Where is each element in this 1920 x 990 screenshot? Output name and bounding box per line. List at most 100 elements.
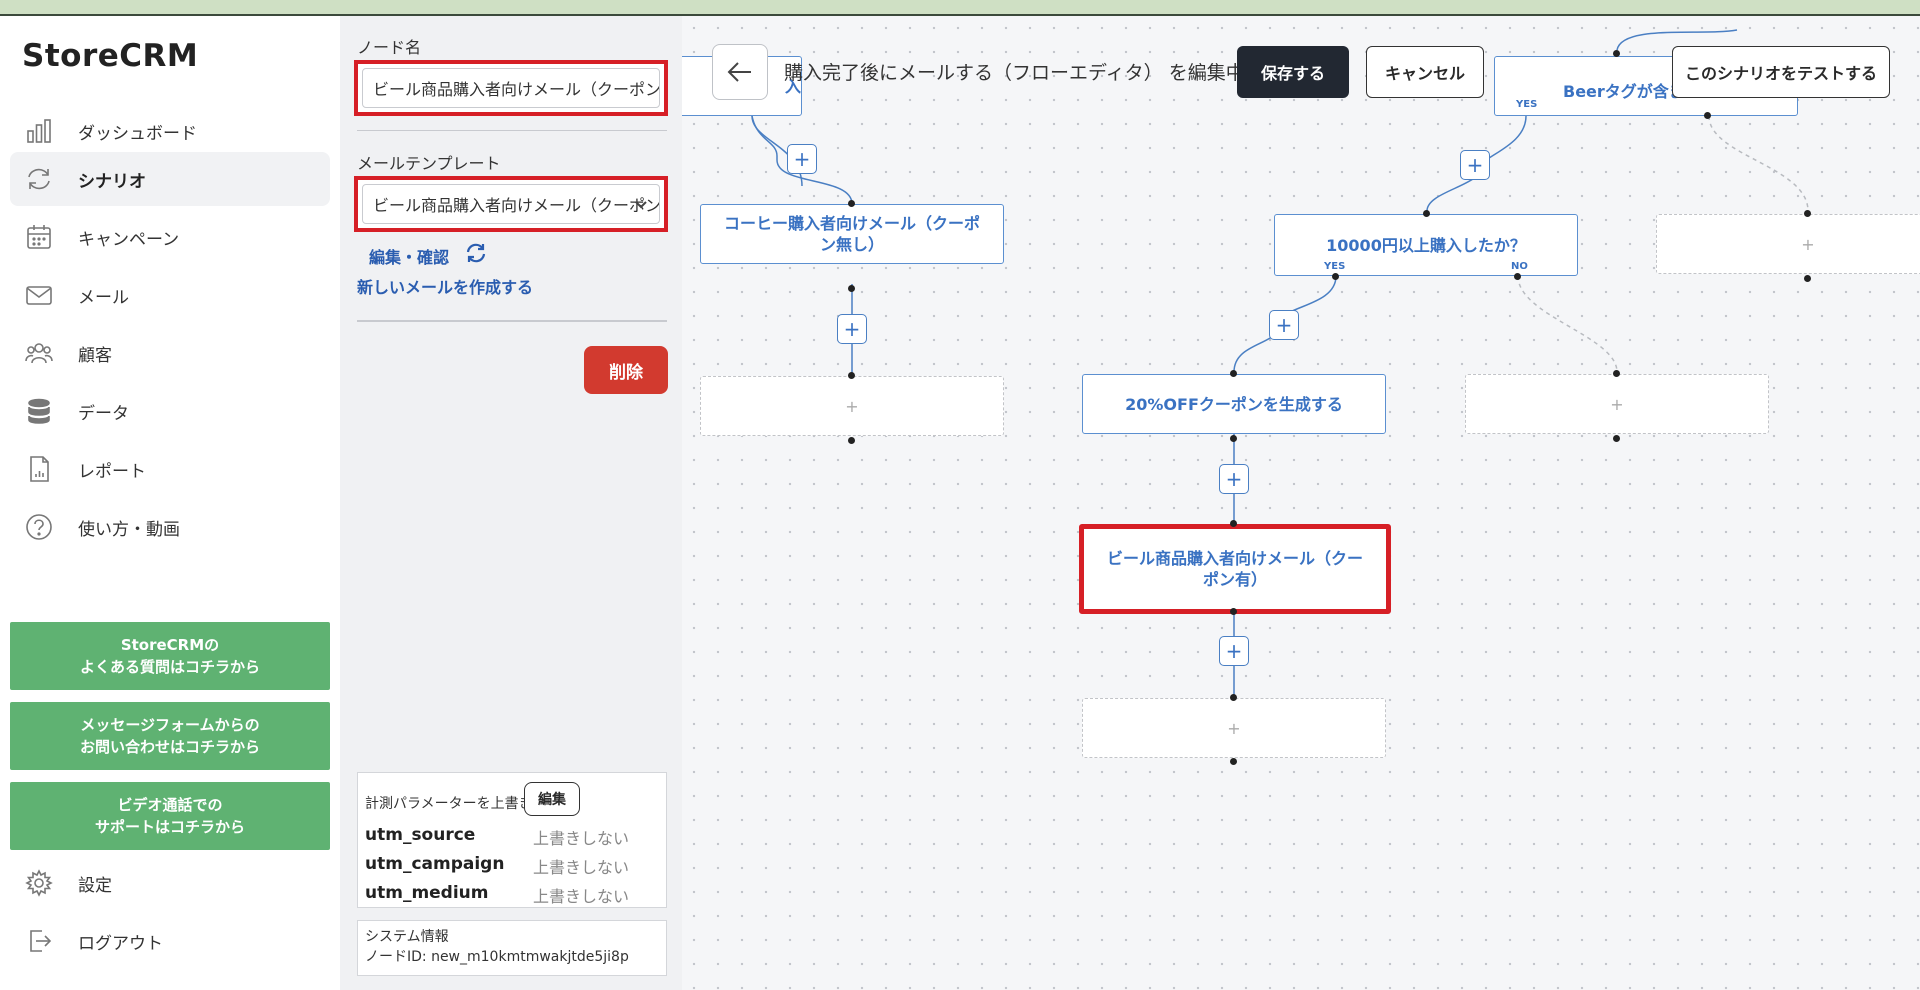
connector-dot	[848, 200, 855, 207]
create-new-mail-link[interactable]: 新しいメールを作成する	[357, 278, 534, 297]
system-info-box: システム情報 ノードID: new_m10kmtmwakjtde5ji8p	[357, 920, 667, 976]
nav-label: メール	[78, 287, 129, 308]
add-node-button[interactable]: +	[837, 314, 867, 344]
flow-editor-canvas[interactable]: 入 Beerタグが含ま YES コーヒー購入者向けメール（クーポン無し） + 1…	[682, 16, 1920, 990]
report-document-icon	[24, 454, 54, 484]
arrow-left-icon	[727, 62, 751, 82]
add-node-button[interactable]: +	[1219, 636, 1249, 666]
connector-dot	[1704, 112, 1711, 119]
utm-key: utm_source	[365, 825, 476, 845]
no-label: NO	[1511, 261, 1528, 272]
database-icon	[24, 396, 54, 426]
flow-node-price-check[interactable]: 10000円以上購入したか？	[1274, 214, 1578, 276]
connector-dot	[1332, 273, 1339, 280]
connector-dot	[1230, 694, 1237, 701]
save-button[interactable]: 保存する	[1237, 46, 1349, 98]
delete-button[interactable]: 削除	[584, 346, 668, 394]
mail-template-highlight: ビール商品購入者向けメール（クーポン有）	[354, 176, 668, 232]
panel-divider	[357, 130, 667, 131]
node-label: 入	[784, 76, 801, 96]
connector-dot	[1230, 758, 1237, 765]
nav-logout[interactable]: ログアウト	[10, 914, 330, 968]
nav-mail[interactable]: メール	[10, 268, 330, 322]
add-node-button[interactable]: +	[787, 144, 817, 174]
connector-dot	[1613, 370, 1620, 377]
users-icon	[24, 338, 54, 368]
question-circle-icon	[24, 512, 54, 542]
connector-dot	[848, 285, 855, 292]
flow-node-coupon-generate[interactable]: 20%OFFクーポンを生成する	[1082, 374, 1386, 434]
nav-label: データ	[78, 403, 129, 424]
nav-label: 設定	[78, 875, 112, 896]
connector-dot	[1804, 275, 1811, 282]
back-button[interactable]	[712, 44, 768, 100]
connector-dot	[1230, 370, 1237, 377]
nav-dashboard[interactable]: ダッシュボード	[10, 104, 330, 158]
refresh-cycle-icon	[24, 164, 54, 194]
faq-button[interactable]: StoreCRMの よくある質問はコチラから	[10, 622, 330, 690]
node-name-input[interactable]: ビール商品購入者向けメール（クーポン有）	[362, 68, 660, 108]
refresh-icon[interactable]	[464, 241, 488, 265]
nav-data[interactable]: データ	[10, 384, 330, 438]
flow-node-empty[interactable]: +	[1656, 214, 1920, 274]
connector-dot	[1230, 520, 1237, 527]
flow-connectors	[751, 29, 1809, 696]
nav-label: シナリオ	[78, 171, 146, 192]
connector-dot	[1613, 435, 1620, 442]
utm-value: 上書きしない	[533, 858, 630, 877]
system-info-title: システム情報	[365, 929, 449, 945]
mail-template-label: メールテンプレート	[357, 154, 501, 173]
nav-label: レポート	[78, 461, 146, 482]
cancel-button[interactable]: キャンセル	[1366, 46, 1484, 98]
panel-divider	[357, 320, 667, 322]
utm-value: 上書きしない	[533, 829, 630, 848]
edge-dashed	[1708, 115, 1809, 212]
flow-node-coffee-mail[interactable]: コーヒー購入者向けメール（クーポン無し）	[700, 204, 1004, 264]
mail-template-select[interactable]: ビール商品購入者向けメール（クーポン有）	[362, 184, 660, 224]
contact-form-button[interactable]: メッセージフォームからの お問い合わせはコチラから	[10, 702, 330, 770]
edge-solid	[1616, 29, 1738, 51]
utm-edit-button[interactable]: 編集	[524, 782, 580, 816]
brand-logo: StoreCRM	[22, 38, 199, 74]
utm-key: utm_campaign	[365, 854, 505, 874]
edit-confirm-link[interactable]: 編集・確認	[369, 248, 450, 267]
flow-node-empty[interactable]: +	[1465, 374, 1769, 434]
nav-settings[interactable]: 設定	[10, 856, 330, 910]
test-scenario-button[interactable]: このシナリオをテストする	[1672, 46, 1890, 98]
nav-label: ダッシュボード	[78, 123, 197, 144]
connector-dot	[1514, 273, 1521, 280]
flow-node-empty[interactable]: +	[1082, 698, 1386, 758]
flow-node-beer-mail-selected[interactable]: ビール商品購入者向けメール（クーポン有）	[1079, 524, 1391, 614]
node-label: Beerタグが含ま	[1563, 81, 1685, 101]
edge-dashed	[1517, 275, 1618, 373]
node-properties-panel: ノード名 ビール商品購入者向けメール（クーポン有） メールテンプレート ビール商…	[340, 16, 682, 990]
editing-scenario-title: 購入完了後にメールする（フローエディタ） を編集中	[784, 62, 1245, 84]
nav-campaign[interactable]: キャンペーン	[10, 210, 330, 264]
video-support-button[interactable]: ビデオ通話での サポートはコチラから	[10, 782, 330, 850]
nav-label: 顧客	[78, 345, 112, 366]
nav-scenario[interactable]: シナリオ	[10, 152, 330, 206]
chevron-down-icon	[633, 196, 649, 212]
envelope-icon	[24, 280, 54, 310]
calendar-icon	[24, 222, 54, 252]
utm-override-box: 計測パラメーターを上書き 編集 utm_source 上書きしない utm_ca…	[357, 772, 667, 908]
connector-dot	[1230, 435, 1237, 442]
add-node-button[interactable]: +	[1269, 310, 1299, 340]
logout-icon	[24, 926, 54, 956]
flow-node-empty[interactable]: +	[700, 376, 1004, 436]
utm-title: 計測パラメーターを上書き	[365, 796, 533, 812]
connector-dot	[848, 372, 855, 379]
yes-label: YES	[1516, 99, 1538, 110]
connector-dot	[1230, 608, 1237, 615]
window-top-strip	[0, 0, 1920, 16]
utm-key: utm_medium	[365, 883, 489, 903]
connector-dot	[1423, 210, 1430, 217]
nav-howto-videos[interactable]: 使い方・動画	[10, 500, 330, 554]
mail-template-selected: ビール商品購入者向けメール（クーポン有）	[373, 196, 660, 215]
add-node-button[interactable]: +	[1219, 464, 1249, 494]
nav-customers[interactable]: 顧客	[10, 326, 330, 380]
nav-report[interactable]: レポート	[10, 442, 330, 496]
add-node-button[interactable]: +	[1460, 150, 1490, 180]
bar-chart-icon	[24, 116, 54, 146]
nav-label: 使い方・動画	[78, 519, 180, 540]
